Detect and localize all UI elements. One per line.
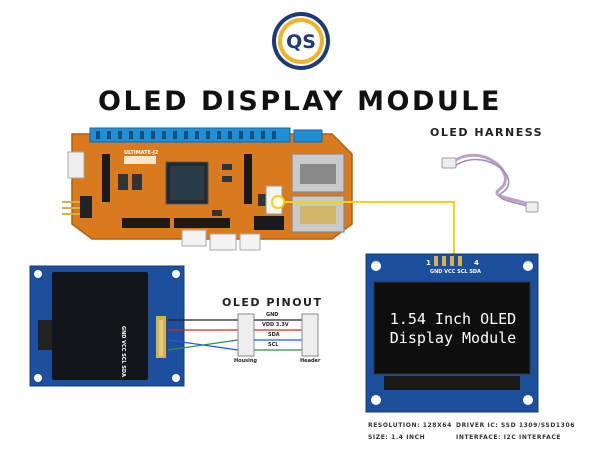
logo-letters: QS [286, 31, 316, 53]
harness-label: OLED HARNESS [430, 126, 544, 139]
front-display-image [365, 253, 539, 413]
page-title: OLED DISPLAY MODULE [98, 86, 502, 117]
pinout-label: OLED PINOUT [222, 296, 323, 309]
screen-line-1: 1.54 Inch OLED [389, 310, 517, 328]
harness-cable-image [441, 153, 539, 213]
back-display-image [29, 265, 185, 387]
pin-label-scl: SCL [268, 342, 279, 348]
pin-label-vdd: VDD 3.3V [262, 322, 289, 328]
board-name: ULTIMATE-J2 [124, 150, 159, 156]
display-pin-4: 4 [474, 259, 479, 267]
spec-interface: INTERFACE: I2C INTERFACE [456, 434, 562, 441]
pin-label-gnd: GND [266, 312, 279, 318]
screen-line-2: Display Module [389, 329, 517, 347]
spec-resolution: RESOLUTION: 128X64 [368, 422, 452, 429]
housing-label: Housing [234, 358, 258, 364]
spec-driver: DRIVER IC: SSD 1309/SSD1306 [456, 422, 575, 429]
display-pin-1: 1 [426, 259, 431, 267]
display-pin-names: GND VCC SCL SDA [430, 269, 481, 275]
back-display-pins: GND VCC SCL SDA [120, 326, 126, 377]
pinout-wiring [168, 313, 319, 357]
brand-logo: QS [272, 12, 330, 70]
spec-size: SIZE: 1.4 INCH [368, 434, 426, 441]
pin-label-sda: SDA [268, 332, 280, 338]
header-label: Header [300, 358, 321, 364]
